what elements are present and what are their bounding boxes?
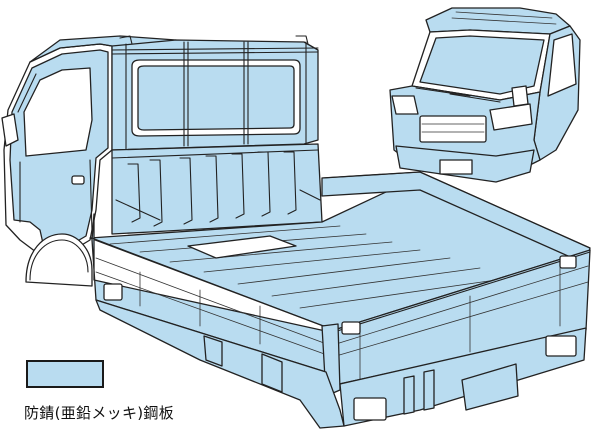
side-mirror xyxy=(1,113,19,147)
headboard-ribs xyxy=(111,149,321,227)
tail-gate-latch-right xyxy=(559,255,577,269)
tail-gate-ribs xyxy=(335,261,589,381)
inset-side-window xyxy=(547,33,577,97)
legend-swatch xyxy=(26,360,104,388)
inset-wipers xyxy=(415,87,501,103)
side-gate-top xyxy=(91,237,335,331)
inset-license-plate xyxy=(439,159,473,175)
inset-front-view xyxy=(389,7,581,183)
tail-gate-top xyxy=(333,251,591,333)
inset-headlight-left xyxy=(391,95,419,115)
floor-ribs xyxy=(109,225,511,309)
frame-bracket-2 xyxy=(261,353,283,393)
tail-gate-latch-left xyxy=(341,321,361,335)
main-truck xyxy=(1,35,591,429)
inset-windshield-glass xyxy=(419,35,545,95)
cab-door-window xyxy=(23,67,93,157)
frame-bracket-3 xyxy=(403,375,415,415)
mud-flap xyxy=(461,363,519,411)
door-handle xyxy=(71,175,85,185)
door-seam xyxy=(19,159,93,233)
frame-bracket-4 xyxy=(423,369,435,411)
floor-hatch xyxy=(187,235,297,259)
step-plate xyxy=(103,283,123,301)
far-side-gate-top xyxy=(321,171,591,249)
legend-label: 防錆(亜鉛メッキ)鋼板 xyxy=(24,404,175,422)
side-gate-ribs xyxy=(95,257,333,357)
inset-grille xyxy=(419,115,487,143)
cab-front-pillar xyxy=(17,73,37,113)
cab-back-window-inner xyxy=(137,65,295,131)
guard-frame xyxy=(111,35,319,151)
inset-mirror xyxy=(511,85,529,107)
frame-bracket-1 xyxy=(203,335,223,367)
inset-grille-slats xyxy=(421,123,485,133)
front-wheel-arch-line xyxy=(29,239,89,281)
tail-light-left xyxy=(353,397,387,421)
inset-roof-ribs xyxy=(451,11,557,25)
tail-light-right xyxy=(545,335,577,357)
cab-roof-edge xyxy=(59,43,113,49)
